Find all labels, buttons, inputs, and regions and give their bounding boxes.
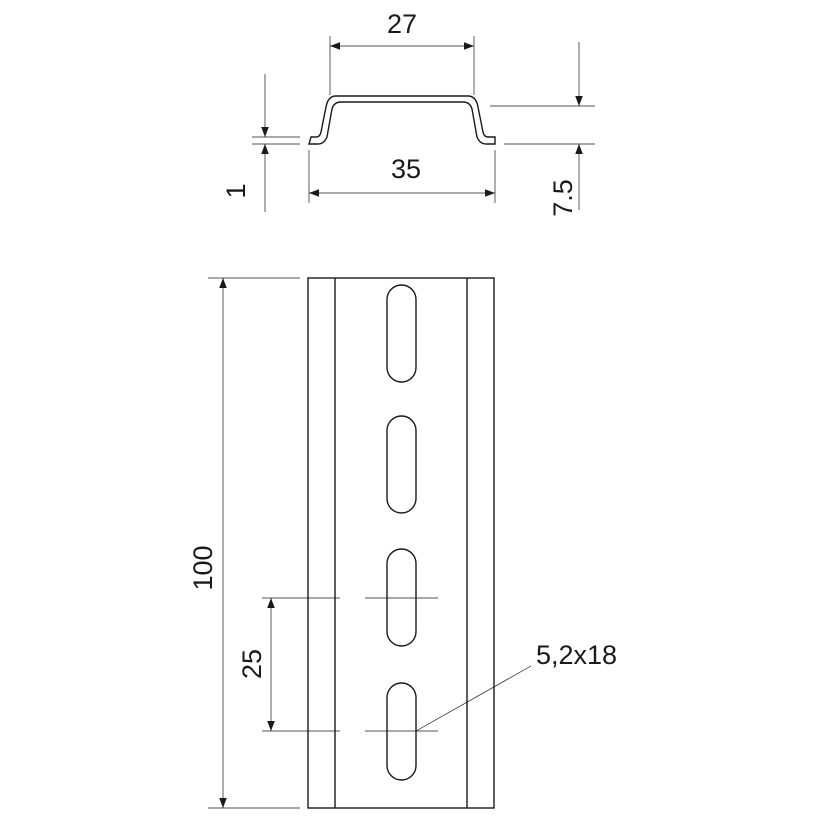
dim-overall-width: 35 <box>308 150 496 203</box>
slot-3 <box>386 548 417 647</box>
profile-outline <box>308 95 496 145</box>
slot-size-leader <box>415 665 532 732</box>
profile-section <box>308 95 496 145</box>
dim-slot-pitch: 25 <box>237 597 340 732</box>
slot-size-callout: 5,2x18 <box>415 640 617 732</box>
dim-top-width-label: 27 <box>387 9 417 39</box>
dim-height-label: 7.5 <box>548 179 578 217</box>
dim-height: 7.5 <box>490 42 595 217</box>
dim-slot-pitch-label: 25 <box>237 649 267 679</box>
dim-thickness: 1 <box>221 74 300 212</box>
dim-thickness-label: 1 <box>221 183 251 198</box>
rail-outline <box>307 277 495 809</box>
dim-overall-width-label: 35 <box>391 154 421 184</box>
rail-front-view <box>307 277 495 809</box>
dim-length: 100 <box>188 277 300 809</box>
slot-2 <box>386 415 417 514</box>
slot-size-label: 5,2x18 <box>536 640 617 670</box>
slot-4 <box>386 682 417 781</box>
dim-top-width: 27 <box>329 9 475 95</box>
dim-length-label: 100 <box>188 545 218 590</box>
slot-1 <box>386 284 417 383</box>
